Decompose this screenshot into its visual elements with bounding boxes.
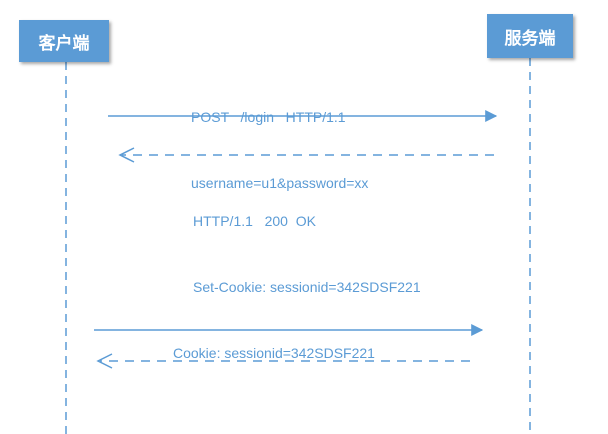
cookie-request-label: Cookie: sessionid=342SDSF221	[173, 298, 375, 386]
client-actor-box: 客户端	[19, 20, 109, 62]
set-cookie-line: Set-Cookie: sessionid=342SDSF221	[193, 279, 421, 295]
login-credentials-line: username=u1&password=xx	[191, 175, 369, 191]
client-actor-label: 客户端	[38, 33, 90, 54]
server-actor-label: 服务端	[504, 28, 556, 49]
response-arrow-head-2	[96, 353, 113, 369]
response-status-line: HTTP/1.1 200 OK	[193, 213, 316, 229]
login-request-line: POST /login HTTP/1.1	[191, 109, 346, 125]
login-request-label: POST /login HTTP/1.1 username=u1&passwor…	[191, 62, 368, 216]
login-response-label: HTTP/1.1 200 OK Set-Cookie: sessionid=34…	[193, 166, 421, 320]
cookie-line: Cookie: sessionid=342SDSF221	[173, 345, 375, 361]
server-actor-box: 服务端	[487, 14, 573, 58]
response-arrow-head-1	[118, 147, 135, 163]
